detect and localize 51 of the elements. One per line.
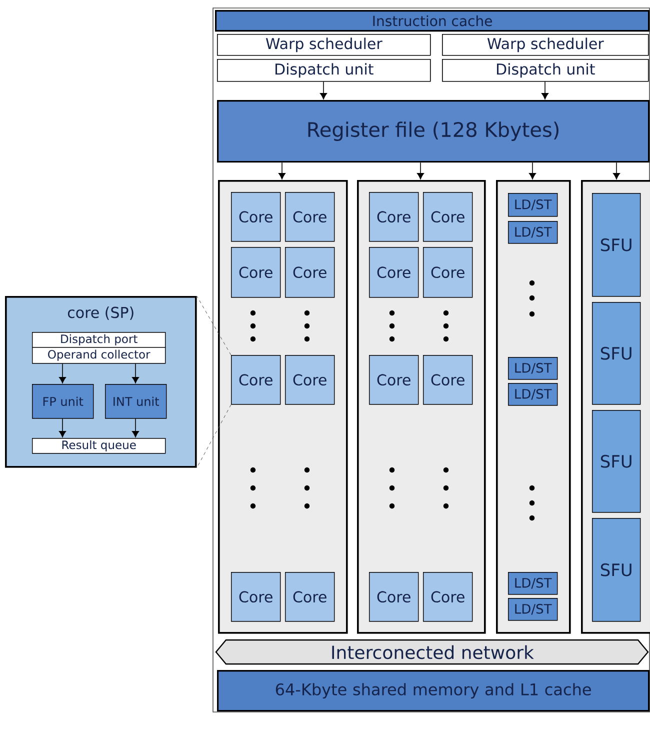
unit-box: FP unit [32,384,94,419]
core-box: Core [285,355,335,405]
unit-box: Warp scheduler [442,34,649,56]
arrow [612,162,620,180]
register-file-box: Register file (128 Kbytes) [217,100,650,163]
core-box: Core [423,247,473,298]
core-box: Core [285,192,335,242]
arrow [132,363,140,384]
load-store-box: LD/ST [508,572,558,595]
shared-memory-box: 64-Kbyte shared memory and L1 cache [217,670,650,712]
core-box: Core [369,355,419,405]
load-store-box: LD/ST [508,383,558,406]
core-box: Core [423,572,473,622]
sfu-box: SFU [592,193,641,297]
sfu-box: SFU [592,518,641,622]
arrow [59,363,66,384]
unit-box: Dispatch port [32,332,166,348]
unit-box: INT unit [105,384,167,419]
arrow [278,162,286,180]
core-box: Core [423,192,473,242]
core-box: Core [285,572,335,622]
arrow [320,81,327,100]
core-box: Core [369,572,419,622]
core-box: Core [231,572,281,622]
arrow [132,418,140,438]
sfu-box: SFU [592,410,641,513]
load-store-box: LD/ST [508,357,558,380]
core-box: Core [423,355,473,405]
load-store-box: LD/ST [508,193,558,217]
load-store-box: LD/ST [508,221,558,244]
network-bar: Interconected network [215,639,649,665]
zoom-line [196,296,232,356]
zoom-line [196,404,232,468]
sfu-box: SFU [592,302,641,405]
core-box: Core [369,247,419,298]
arrow [542,81,548,100]
core-box: Core [369,192,419,242]
instruction-cache-bar: Instruction cache [215,10,650,32]
unit-box: Operand collector [32,347,166,364]
load-store-box: LD/ST [508,598,558,621]
core-box: Core [285,247,335,298]
unit-box: Dispatch unit [442,59,649,82]
arrow [416,162,424,180]
arrow [528,162,536,180]
unit-box: Warp scheduler [217,34,431,56]
core-box: Core [231,192,281,242]
arrow [59,418,66,438]
unit-box: Result queue [32,438,166,454]
core-box: Core [231,355,281,405]
core-box: Core [231,247,281,298]
unit-box: Dispatch unit [217,59,431,82]
